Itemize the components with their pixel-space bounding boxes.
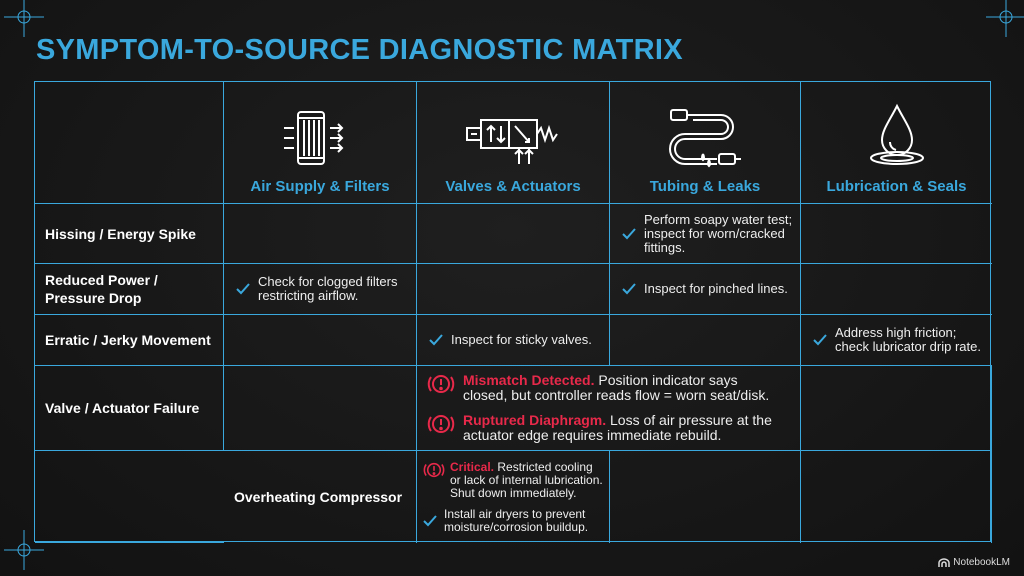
matrix-corner-cell [35, 82, 224, 204]
alarm-icon [427, 415, 455, 433]
column-label: Tubing & Leaks [649, 178, 761, 195]
entry-text: Inspect for sticky valves. [451, 332, 592, 347]
corner-crosshair-icon [986, 0, 1024, 37]
matrix-cell: Inspect for pinched lines. [610, 264, 801, 315]
row-label: Erratic / Jerky Movement [45, 332, 211, 348]
entry-text: check lubricator drip rate. [835, 339, 981, 354]
row-label-cell: Hissing / Energy Spike [35, 204, 224, 264]
column-header-air-supply: Air Supply & Filters [224, 82, 417, 204]
filter-icon [284, 111, 344, 165]
matrix-cell [224, 204, 417, 264]
matrix-cell-alert: Mismatch Detected. Position indicator sa… [417, 366, 801, 451]
entry-text: fittings. [644, 239, 686, 255]
row-label: Overheating Compressor [234, 489, 403, 505]
column-header-tubing: Tubing & Leaks [610, 82, 801, 204]
watermark-text: NotebookLM [953, 557, 1010, 568]
alert-text: or lack of internal lubrication. [450, 472, 603, 487]
entry-text: moisture/corrosion buildup. [444, 519, 589, 534]
alert-text: Restricted cooling [494, 459, 593, 474]
alert-text: closed, but controller reads flow = worn… [463, 387, 770, 403]
alarm-icon [427, 375, 455, 393]
column-header-valves: Valves & Actuators [417, 82, 610, 204]
row-label: Reduced Power /Pressure Drop [45, 272, 158, 306]
checkmark-icon [622, 227, 636, 239]
corner-crosshair-icon [4, 530, 44, 570]
diagnostic-entry: Perform soapy water test;inspect for wor… [610, 211, 793, 255]
checkmark-icon [236, 283, 250, 295]
column-label: Air Supply & Filters [250, 178, 390, 195]
alert-keyword: Critical. [450, 459, 495, 474]
entry-text: Address high friction; [835, 325, 957, 340]
tubing-icon [669, 109, 741, 168]
row-label-cell: Overheating Compressor [224, 451, 417, 543]
alert-keyword: Ruptured Diaphragm. [463, 412, 607, 428]
matrix-cell [801, 451, 992, 543]
entry-text: inspect for worn/cracked [644, 225, 785, 241]
matrix-cell: Inspect for sticky valves. [417, 315, 610, 366]
entry-text: Install air dryers to prevent [444, 506, 586, 521]
matrix-cell [35, 451, 224, 543]
oil-drop-icon [869, 103, 924, 165]
corner-crosshair-icon [4, 0, 44, 37]
row-label-cell: Erratic / Jerky Movement [35, 315, 224, 366]
alert-text: Shut down immediately. [450, 485, 577, 500]
column-label: Valves & Actuators [445, 178, 581, 195]
checkmark-icon [423, 514, 437, 526]
matrix-cell [417, 264, 610, 315]
entry-text: restricting airflow. [258, 288, 359, 303]
matrix-cell [610, 315, 801, 366]
entry-text: Inspect for pinched lines. [644, 281, 788, 296]
matrix-cell [610, 451, 801, 543]
diagnostic-entry: Address high friction;check lubricator d… [801, 326, 981, 354]
matrix-cell [801, 264, 992, 315]
alarm-icon [423, 462, 445, 477]
column-header-lubrication: Lubrication & Seals [801, 82, 992, 204]
alert-text: actuator edge requires immediate rebuild… [463, 427, 722, 443]
checkmark-icon [813, 334, 827, 346]
matrix-cell [224, 315, 417, 366]
row-label: Valve / Actuator Failure [45, 400, 200, 416]
matrix-cell: Address high friction;check lubricator d… [801, 315, 992, 366]
valve-icon [466, 119, 558, 164]
notebooklm-logo-icon [938, 557, 951, 567]
diagnostic-matrix: Air Supply & Filters Valves & Actuators [34, 81, 992, 543]
page-title: SYMPTOM-TO-SOURCE DIAGNOSTIC MATRIX [36, 34, 683, 66]
entry-text: Perform soapy water test; [644, 211, 793, 227]
matrix-cell [417, 204, 610, 264]
diagnostic-entry: Inspect for sticky valves. [417, 333, 592, 347]
column-label: Lubrication & Seals [826, 178, 967, 195]
alert-text: Position indicator says [594, 372, 738, 388]
entry-text: Check for clogged filters [258, 274, 398, 289]
row-label-cell: Valve / Actuator Failure [35, 366, 224, 451]
alert-keyword: Mismatch Detected. [463, 372, 595, 388]
checkmark-icon [622, 283, 636, 295]
alert-entry: Mismatch Detected. Position indicator sa… [427, 373, 769, 403]
alert-entry: Ruptured Diaphragm. Loss of air pressure… [427, 413, 772, 443]
matrix-cell [224, 366, 417, 451]
row-label-cell: Reduced Power /Pressure Drop [35, 264, 224, 315]
matrix-cell: Perform soapy water test;inspect for wor… [610, 204, 801, 264]
watermark: NotebookLM [938, 557, 1010, 568]
matrix-cell [801, 366, 992, 451]
matrix-cell [801, 204, 992, 264]
row-label: Hissing / Energy Spike [45, 225, 196, 242]
diagnostic-entry: Inspect for pinched lines. [610, 282, 788, 296]
checkmark-icon [429, 334, 443, 346]
alert-text: Loss of air pressure at the [606, 412, 772, 428]
